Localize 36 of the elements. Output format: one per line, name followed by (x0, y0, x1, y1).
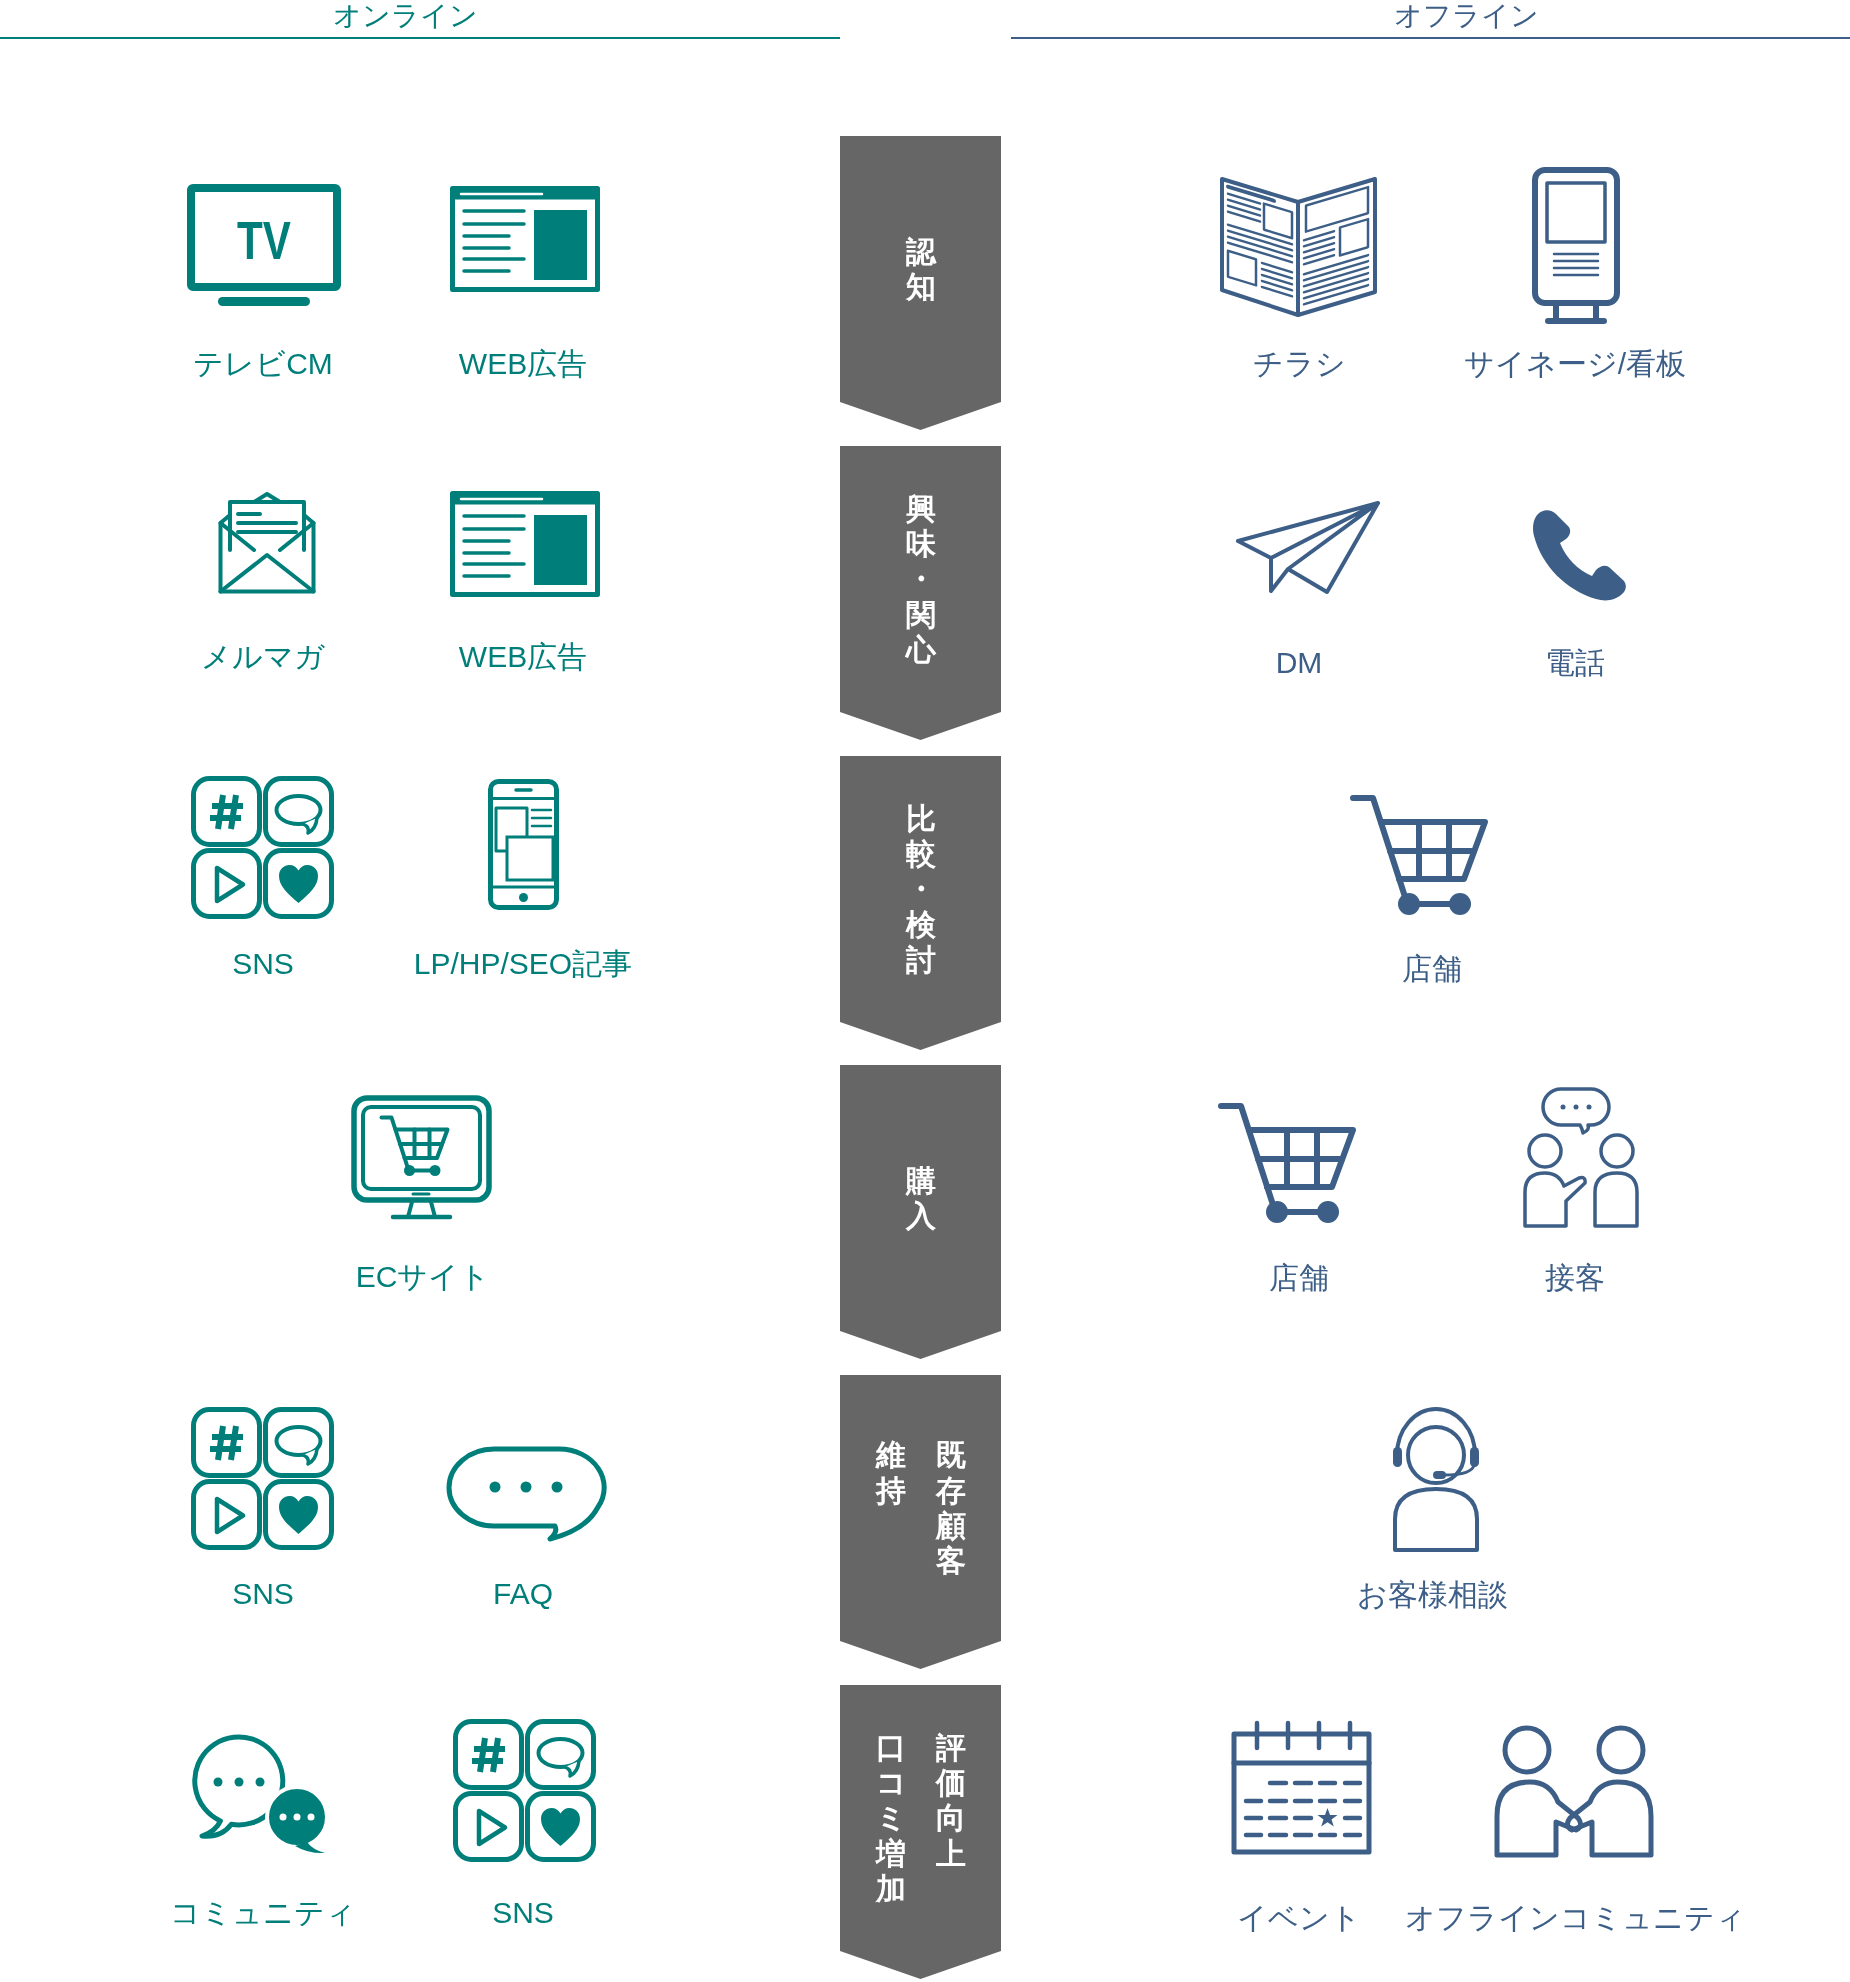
item-label: WEB広告 (458, 346, 588, 382)
item-label: 店舗 (1269, 1260, 1329, 1296)
item-label: 電話 (1545, 645, 1605, 681)
item-label: DM (1275, 645, 1323, 681)
stage-banner (840, 1685, 1001, 1979)
stage-banner (840, 1065, 1001, 1359)
screen-text: TV (237, 215, 291, 265)
section-heading: オンライン (332, 0, 478, 32)
item-label: SNS (232, 1576, 294, 1612)
item-label: お客様相談 (1356, 1577, 1508, 1613)
stage-label: 認知 (905, 233, 936, 305)
item-label: 接客 (1545, 1260, 1605, 1296)
stage-label: 購入 (905, 1162, 936, 1234)
item-label: サイネージ/看板 (1463, 346, 1687, 382)
stage-banner (840, 136, 1001, 430)
item-label: イベント (1237, 1900, 1361, 1936)
item-label: 店舗 (1402, 951, 1462, 987)
stage-banner (840, 756, 1001, 1050)
item-label: メルマガ (201, 639, 325, 675)
stage-banner (840, 446, 1001, 740)
item-label: ECサイト (355, 1259, 491, 1295)
item-label: LP/HP/SEO記事 (413, 946, 633, 982)
item-label: WEB広告 (458, 639, 588, 675)
item-label: オフラインコミュニティ (1404, 1900, 1746, 1936)
item-label: テレビCM (193, 346, 333, 382)
stage-label: 既存顧客維持 (875, 1437, 966, 1579)
item-label: FAQ (493, 1576, 553, 1612)
item-label: コミュニティ (170, 1895, 356, 1931)
item-label: SNS (492, 1895, 554, 1931)
stage-label: 比較・検討 (905, 800, 936, 978)
item-label: SNS (232, 946, 294, 982)
stage-label: 興味・関心 (905, 490, 936, 668)
item-label: チラシ (1252, 346, 1346, 382)
stage-banner (840, 1375, 1001, 1669)
stage-label: 評価向上口コミ増加 (875, 1729, 966, 1907)
section-heading: オフライン (1393, 0, 1539, 32)
